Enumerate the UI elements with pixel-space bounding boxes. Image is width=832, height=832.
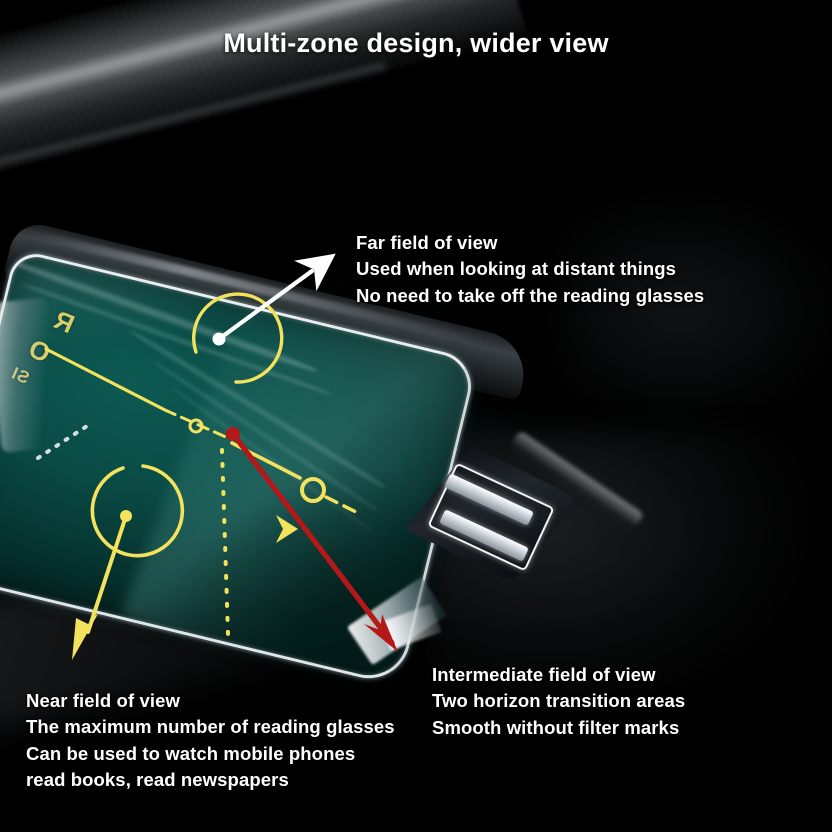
callout-near-line-3: Can be used to watch mobile phones: [26, 742, 356, 764]
callout-far-line-1: Far field of view: [356, 232, 498, 253]
callout-far-line-3: No need to take off the reading glasses: [356, 284, 705, 306]
callout-near-field: Near field of view The maximum number of…: [26, 688, 395, 793]
page-title: Multi-zone design, wider view: [223, 28, 609, 58]
lens-brand-mark-r: R: [49, 304, 79, 340]
callout-mid-line-3: Smooth without filter marks: [432, 716, 680, 738]
callout-mid-line-1: Intermediate field of view: [432, 664, 656, 685]
callout-near-line-1: Near field of view: [26, 690, 180, 711]
background-shape-upper-right: [560, 180, 832, 440]
callout-far-line-2: Used when looking at distant things: [356, 258, 677, 280]
callout-near-line-4: read books, read newspapers: [26, 768, 289, 790]
callout-near-line-2: The maximum number of reading glasses: [26, 716, 395, 738]
callout-far-field: Far field of view Used when looking at d…: [356, 230, 704, 309]
callout-mid-line-2: Two horizon transition areas: [432, 690, 686, 712]
callout-intermediate-field: Intermediate field of view Two horizon t…: [432, 662, 685, 741]
